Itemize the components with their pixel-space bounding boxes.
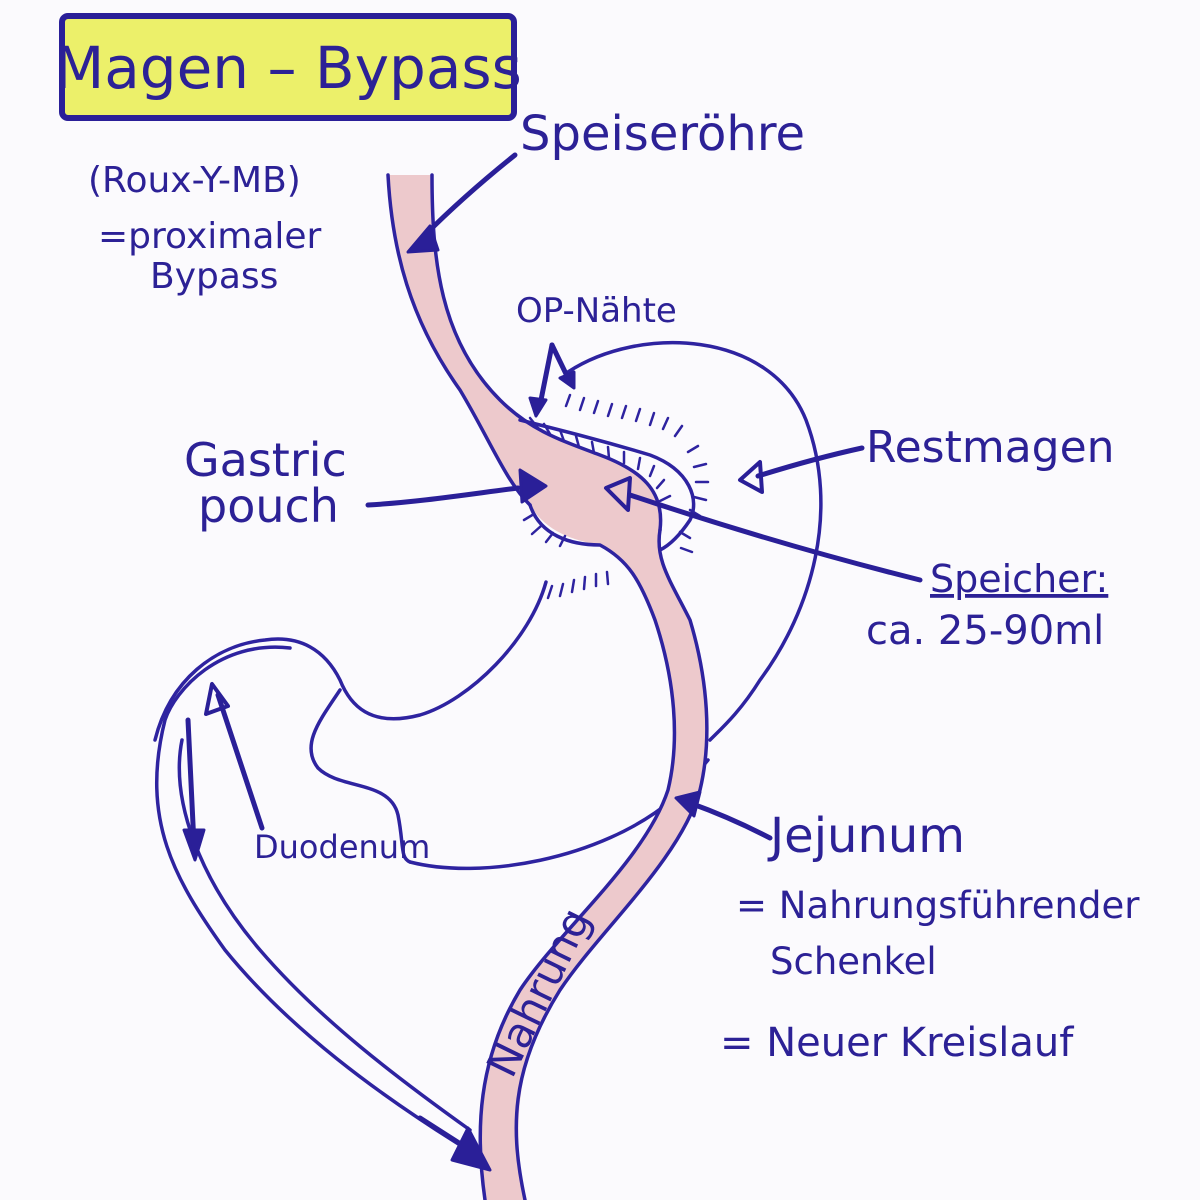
label-jejunum-desc-1: = Nahrungsführender [736,884,1140,927]
arrow-speicher [604,476,923,583]
label-op-naehte: OP-Nähte [516,291,677,331]
label-restmagen: Restmagen [866,422,1115,473]
title-box: Magen – Bypass [54,13,522,121]
arrow-op-naehte [528,342,576,418]
pouch-staple-line [518,418,696,552]
arrow-gastric-pouch [365,468,548,508]
arrow-restmagen [738,445,865,494]
label-nahrung: Nahrung [477,900,600,1084]
label-gastric-pouch-2: pouch [198,479,339,533]
label-speicher-1: Speicher: [930,557,1108,601]
residual-stomach-outline [566,340,823,742]
subtitle: (Roux-Y-MB) =proximaler Bypass [88,160,322,297]
title-text: Magen – Bypass [54,34,522,102]
subtitle-line-1: (Roux-Y-MB) [88,160,301,201]
lower-stomach-outline [153,580,710,871]
arrow-junction [417,1115,492,1172]
label-speiseroehre: Speiseröhre [520,106,805,162]
subtitle-line-3: Bypass [150,256,278,297]
label-jejunum: Jejunum [767,808,965,864]
subtitle-line-2: =proximaler [98,216,322,257]
arrow-jejunum [674,790,773,841]
arrow-speiseroehre [406,152,518,254]
label-gastric-pouch-1: Gastric [184,433,347,487]
label-jejunum-desc-2: Schenkel [770,940,937,983]
label-duodenum: Duodenum [254,828,430,866]
label-jejunum-desc-3: = Neuer Kreislauf [720,1020,1074,1066]
label-speicher-2: ca. 25-90ml [866,608,1104,654]
arrow-duodenum [182,682,265,862]
biliary-limb [154,645,472,1147]
